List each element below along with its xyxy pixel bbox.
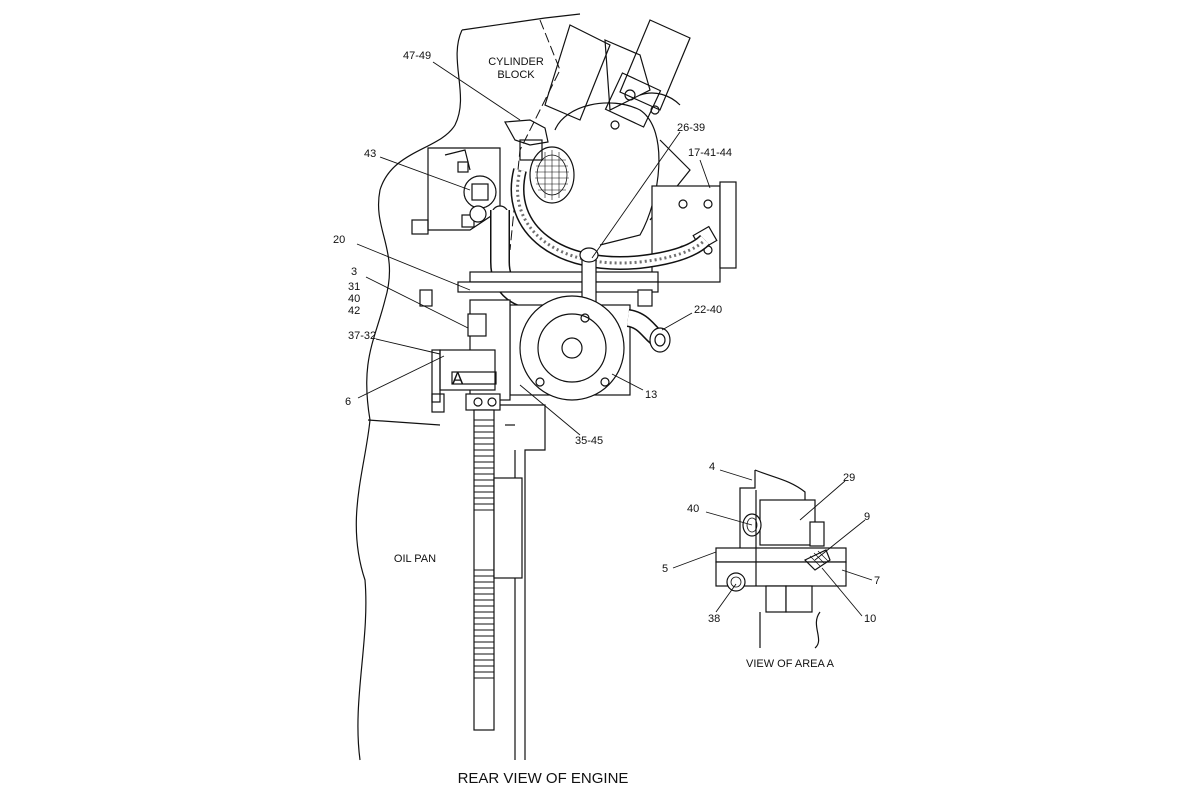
- callout-numbers: 47-49 26-39 17-41-44 43 20 3 31 40 42 22…: [333, 50, 880, 625]
- callout-3: 3: [351, 266, 357, 278]
- view-of-area-a-label: VIEW OF AREA A: [746, 658, 835, 670]
- callout-31: 31: [348, 281, 360, 293]
- diagram-caption: REAR VIEW OF ENGINE: [458, 770, 629, 787]
- filter-screen: [529, 146, 575, 204]
- callout-40: 40: [348, 293, 360, 305]
- callout-42: 42: [348, 305, 360, 317]
- oil-tube: [457, 175, 659, 323]
- leader-lines: [356, 61, 873, 617]
- callout-13: 13: [645, 389, 657, 401]
- left-housing: [419, 289, 511, 413]
- part-labels: CYLINDER BLOCK OIL PAN A VIEW OF AREA A …: [394, 56, 835, 787]
- callout-20: 20: [333, 234, 345, 246]
- detail-callout-40: 40: [687, 503, 699, 515]
- cylinder-block-label-1: CYLINDER: [488, 56, 544, 68]
- detail-callout-38: 38: [708, 613, 720, 625]
- callout-6: 6: [345, 396, 351, 408]
- callout-17-41-44: 17-41-44: [688, 147, 732, 159]
- callout-43: 43: [364, 148, 376, 160]
- detail-callout-7: 7: [874, 575, 880, 587]
- detail-callout-5: 5: [662, 563, 668, 575]
- callout-37-32: 37-32: [348, 330, 376, 342]
- callout-22-40: 22-40: [694, 304, 722, 316]
- detail-view-area-a: [715, 469, 847, 649]
- callout-26-39: 26-39: [677, 122, 705, 134]
- oil-pan-label: OIL PAN: [394, 553, 436, 565]
- detail-callout-4: 4: [709, 461, 715, 473]
- braided-hose: [510, 168, 710, 270]
- callout-47-49: 47-49: [403, 50, 431, 62]
- area-a-marker: A: [452, 369, 464, 388]
- callout-35-45: 35-45: [575, 435, 603, 447]
- mounting-bracket: [651, 181, 737, 283]
- cylinder-block-label-2: BLOCK: [497, 69, 535, 81]
- detail-callout-10: 10: [864, 613, 876, 625]
- dipstick-tube: [473, 409, 523, 731]
- detail-callout-9: 9: [864, 511, 870, 523]
- detail-callout-29: 29: [843, 472, 855, 484]
- upper-pump-assembly: [411, 19, 691, 246]
- pump-body: [509, 295, 671, 401]
